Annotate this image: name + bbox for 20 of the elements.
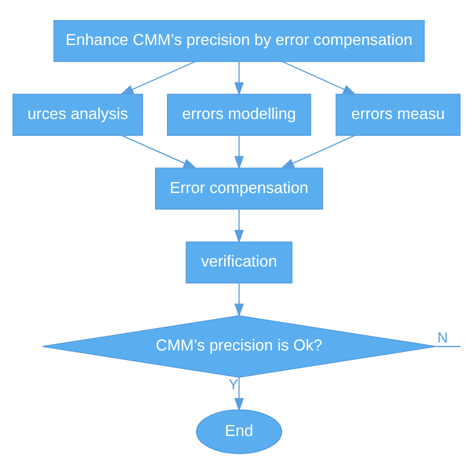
node-box: errors measu: [336, 94, 461, 136]
arrow: [234, 136, 244, 170]
arrow: [234, 62, 244, 96]
edge-label: N: [437, 330, 448, 346]
node-box: Enhance CMM’s precision by error compensation: [53, 20, 425, 62]
node-diamond: CMM’s precision is Ok?: [42, 315, 436, 378]
node-box: errors modelling: [166, 94, 312, 136]
edge-label: Y: [228, 378, 238, 394]
node-box: Error compensation: [155, 168, 324, 210]
arrow: [282, 60, 357, 95]
arrow: [121, 134, 197, 169]
node-ellipse: End: [196, 409, 282, 454]
node-box: urces analysis: [12, 94, 144, 136]
arrow: [234, 378, 244, 412]
arrow: [234, 209, 244, 244]
arrow: [234, 282, 244, 318]
connector: [436, 346, 461, 348]
arrow: [280, 134, 356, 169]
arrow: [120, 60, 196, 95]
node-box: verification: [186, 241, 292, 284]
